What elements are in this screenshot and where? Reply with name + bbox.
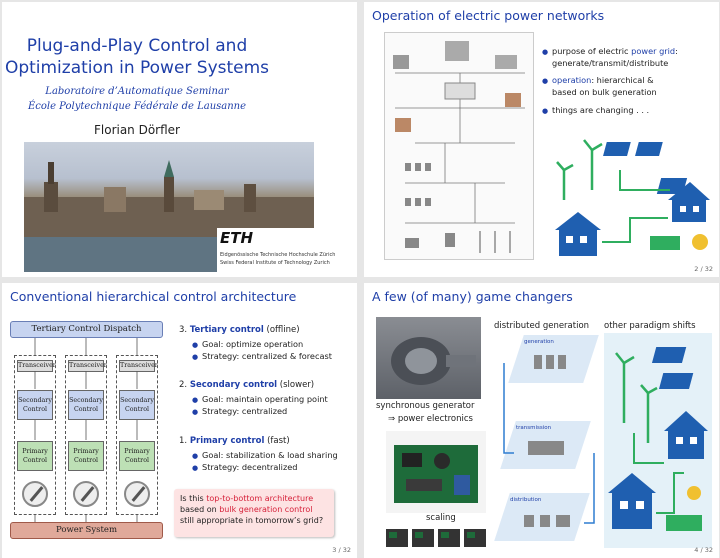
talk-title-line1: Plug-and-Play Control and <box>26 36 248 56</box>
page-number: 4 / 32 <box>694 546 713 554</box>
seminar-name: Laboratoire d’Automatique Seminar <box>45 86 229 97</box>
dial-icon <box>124 481 150 507</box>
page-number: 2 / 32 <box>694 265 713 273</box>
tertiary-heading: 3. Tertiary control (offline) <box>179 325 300 335</box>
label-distributed-generation: distributed generation <box>494 321 590 331</box>
renewables-houses-icon <box>555 139 710 256</box>
secondary-heading: 2. Secondary control (slower) <box>179 380 315 390</box>
primary-heading: 1. Primary control (fast) <box>179 436 290 446</box>
synchronous-generator-photo <box>376 317 481 399</box>
label-transmission: transmission <box>516 425 552 431</box>
circuit-board-icon <box>394 445 478 503</box>
slide-title: A few (of many) game changers <box>372 289 573 304</box>
grid-schematic <box>384 32 534 260</box>
eth-logo: ETH <box>220 229 254 247</box>
scaled-boards-icon <box>386 529 486 547</box>
dial-icon <box>73 481 99 507</box>
label-distribution: distribution <box>510 497 542 503</box>
slide-hierarchical-control[interactable]: Conventional hierarchical control archit… <box>2 283 357 558</box>
grid-levels-illustration: generation transmission distribution <box>494 333 599 548</box>
school-name: École Polytechnique Fédérale de Lausanne <box>27 101 247 112</box>
grid-flow-icon <box>503 355 595 527</box>
slide-game-changers[interactable]: A few (of many) game changers distribute… <box>364 283 719 558</box>
label-synchronous-generator: synchronous generator <box>376 401 475 411</box>
power-system-box: Power System <box>10 522 163 539</box>
title-slide[interactable]: Plug-and-Play Control and Optimization i… <box>2 2 357 277</box>
bullet-icon: ● <box>192 353 199 361</box>
bullet-icon: ● <box>192 408 199 416</box>
generator-icon <box>391 337 476 385</box>
eth-logo-box: ETH Eidgenössische Technische Hochschule… <box>217 228 345 274</box>
page-number: 3 / 32 <box>332 546 351 554</box>
label-generation: generation <box>524 339 554 345</box>
paradigm-shift-illustration <box>604 333 712 548</box>
bullet-icon: ● <box>542 107 549 115</box>
bullet-icon: ● <box>192 341 199 349</box>
dial-icon <box>22 481 48 507</box>
talk-title-line2: Optimization in Power Systems <box>4 58 270 78</box>
eth-name-de: Eidgenössische Technische Hochschule Zür… <box>220 252 336 258</box>
power-electronics-board-photo <box>386 431 486 513</box>
bullet-operation: ●operation: hierarchical & based on bulk… <box>542 75 657 97</box>
slide-title: Operation of electric power networks <box>372 8 605 23</box>
label-scaling: scaling <box>426 513 456 523</box>
slide-power-networks[interactable]: Operation of electric power networks <box>364 2 719 277</box>
tertiary-dispatch-box: Tertiary Control Dispatch <box>10 321 163 338</box>
future-grid-illustration <box>550 130 710 260</box>
signal-arrows-icon <box>34 338 138 522</box>
author-name: Florian Dörfler <box>93 123 180 137</box>
slide-title: Conventional hierarchical control archit… <box>10 289 297 304</box>
smart-grid-icon <box>608 347 708 531</box>
bullet-icon: ● <box>542 77 549 85</box>
bullet-changing: ●things are changing . . . <box>542 105 650 115</box>
primary-bullets: ●Goal: stabilization & load sharing ●Str… <box>192 450 338 472</box>
bullet-purpose: ●purpose of electric power grid: generat… <box>542 46 678 68</box>
bullet-icon: ● <box>192 396 199 404</box>
secondary-bullets: ●Goal: maintain operating point ●Strateg… <box>192 394 328 416</box>
question-callout: Is this top-to-bottom architecture based… <box>174 489 334 537</box>
grid-schematic-icon <box>393 41 525 253</box>
label-power-electronics: ⇒ power electronics <box>388 414 473 424</box>
bullet-icon: ● <box>542 48 549 56</box>
bullet-icon: ● <box>192 452 199 460</box>
bullet-icon: ● <box>192 464 199 472</box>
tertiary-bullets: ●Goal: optimize operation ●Strategy: cen… <box>192 339 332 361</box>
eth-name-en: Swiss Federal Institute of Technology Zu… <box>220 260 330 266</box>
label-other-paradigm-shifts: other paradigm shifts <box>604 321 696 331</box>
